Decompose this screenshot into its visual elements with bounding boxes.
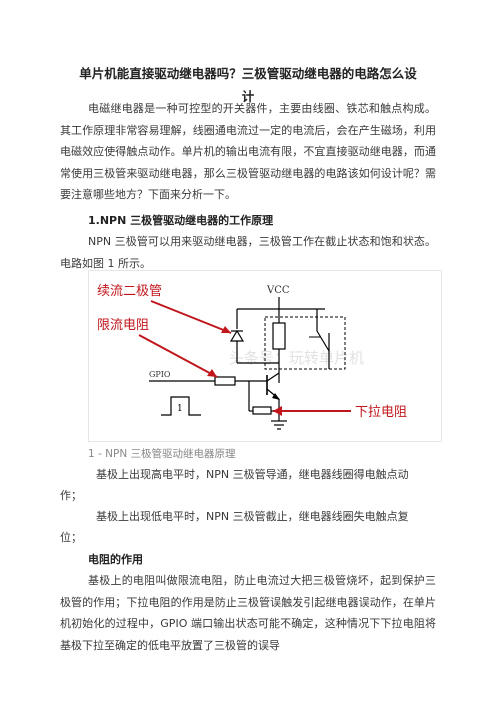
vcc-label: VCC [266,285,290,296]
low-level-text-line-2: 位； [60,531,82,544]
low-level-text-line-1: 基极上出现低电平时，NPN 三极管截止，继电器线圈失电触点复 [96,510,409,523]
resistor-heading: 电阻的作用 [88,553,143,566]
figure-caption: 1 - NPN 三极管驱动继电器原理 [88,448,236,460]
intro-paragraph: 电磁继电器是一种可控型的开关器件，主要由线圈、铁芯和触点构成。其工作原理非常容易… [60,102,436,201]
resistor-paragraph: 基极上的电阻叫做限流电阻，防止电流过大把三极管烧坏，起到保护三极管的作用；下拉电… [60,574,436,652]
pulse-label: 1 [177,404,183,414]
pulldown-resistor [252,406,272,415]
title-line-1: 单片机能直接驱动继电器吗？三极管驱动继电器的电路怎么设 [79,66,417,81]
section1-paragraph: NPN 三极管可以用来驱动继电器，三极管工作在截止状态和饱和状态。电路如图 1 … [60,235,436,270]
section1-heading: 1.NPN 三极管驱动继电器的工作原理 [88,214,274,227]
relay-coil [272,322,286,350]
high-level-text-line-1: 基极上出现高电平时，NPN 三极管导通，继电器线圈得电触点动 [96,468,409,481]
title-line-2: 计 [241,89,255,104]
freewheel-diode-label: 续流二极管 [97,284,162,299]
current-limit-resistor [214,376,236,386]
relay-contact [316,330,330,352]
article-title: 单片机能直接驱动继电器吗？三极管驱动继电器的电路怎么设 计 [60,62,436,108]
pulldown-resistor-label: 下拉电阻 [355,405,407,420]
watermark-text: 头条号：玩转单片机 [229,349,364,367]
gpio-label: GPIO [149,370,171,379]
high-level-text-line-2: 作； [60,489,82,502]
current-limit-resistor-label: 限流电阻 [97,318,149,333]
circuit-diagram: 头条号：玩转单片机 VCC [97,284,407,430]
freewheel-diode [229,329,245,342]
pulse-waveform [161,396,201,416]
circuit-figure: 头条号：玩转单片机 VCC [88,270,442,442]
